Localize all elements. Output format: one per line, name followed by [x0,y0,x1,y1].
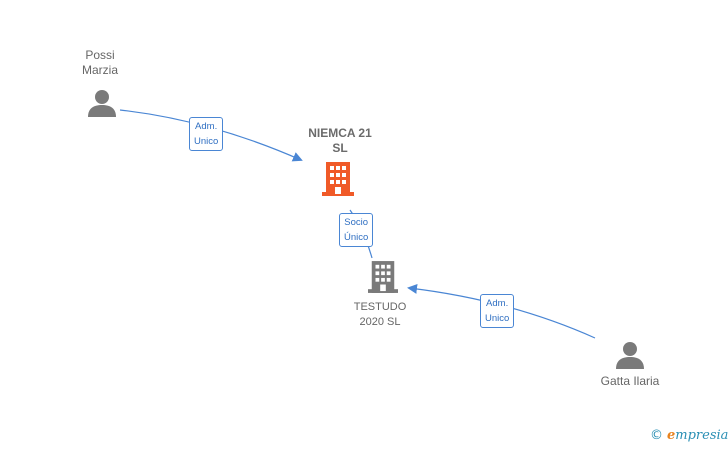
edge-label-testudo-niemca: Socio Único [339,213,374,247]
company-label-niemca: NIEMCA 21 SL [308,126,372,155]
edge-label-gatta-testudo: Adm. Unico [480,294,515,328]
copyright-icon: © [650,428,663,443]
brand-logo: ©empresia [650,428,728,443]
person-icon[interactable] [87,88,117,118]
edge-label-possi-niemca: Adm. Unico [189,117,224,151]
person-label-possi: Possi Marzia [81,48,118,77]
building-icon[interactable] [322,162,354,196]
person-icon[interactable] [615,340,645,370]
person-label-gatta: Gatta Ilaria [600,374,660,388]
company-label-testudo: TESTUDO 2020 SL [353,301,407,328]
building-icon[interactable] [368,260,398,294]
